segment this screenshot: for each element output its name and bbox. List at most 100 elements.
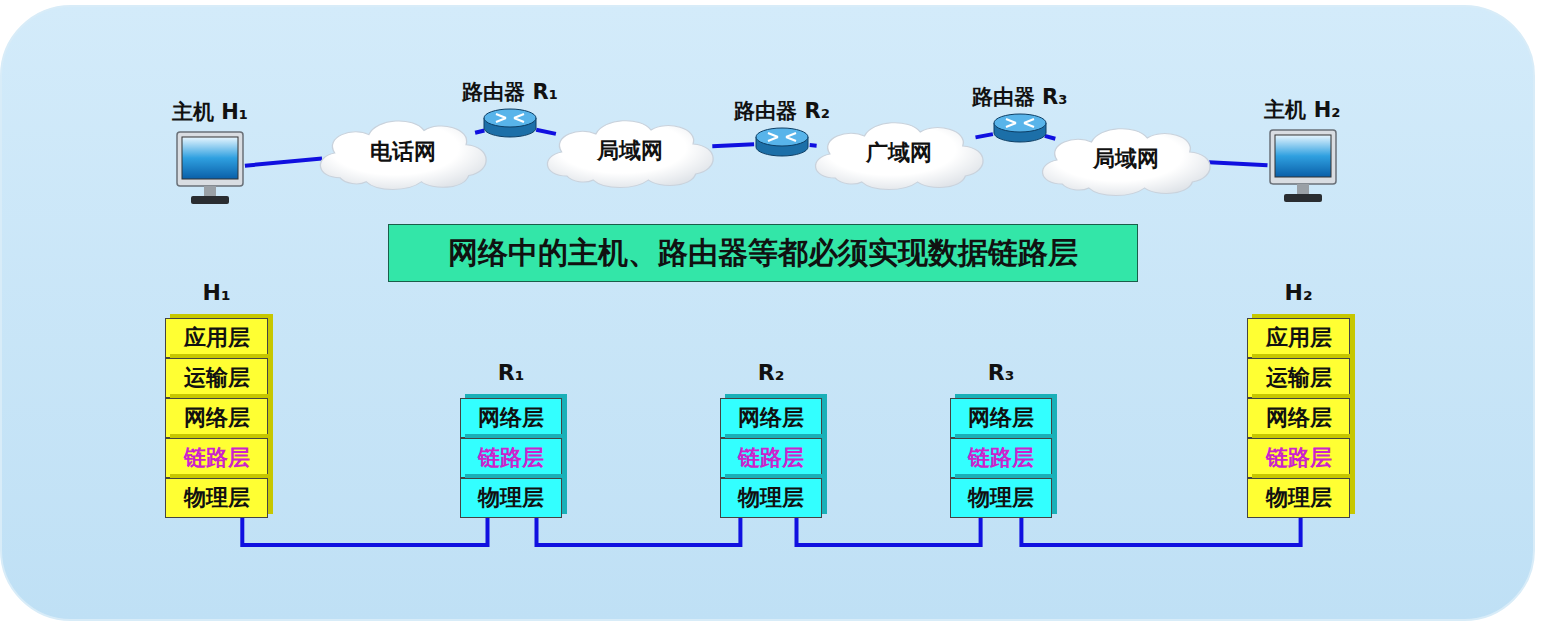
protocol-stack: R₃网络层链路层物理层 bbox=[950, 398, 1052, 518]
link-line bbox=[242, 518, 487, 545]
link-line bbox=[245, 159, 322, 166]
protocol-stack: H₂应用层运输层网络层链路层物理层 bbox=[1247, 318, 1350, 518]
router-label: 路由器 R₁ bbox=[455, 78, 565, 106]
link-line bbox=[1209, 162, 1267, 165]
rounded-panel bbox=[1, 6, 1534, 620]
layer-name: 物理层 bbox=[184, 483, 250, 513]
layer-name: 网络层 bbox=[184, 403, 250, 433]
protocol-layer: 链路层 bbox=[720, 438, 822, 478]
title-text: 网络中的主机、路由器等都必须实现数据链路层 bbox=[448, 233, 1078, 274]
monitor-frame bbox=[177, 132, 243, 186]
layer-name: 链路层 bbox=[478, 443, 544, 473]
protocol-layer: 应用层 bbox=[165, 318, 268, 358]
layer-name: 网络层 bbox=[968, 403, 1034, 433]
protocol-layer: 网络层 bbox=[460, 398, 562, 438]
monitor-neck bbox=[1297, 184, 1309, 194]
protocol-layer: 物理层 bbox=[950, 478, 1052, 518]
protocol-layer: 物理层 bbox=[1247, 478, 1350, 518]
link-line bbox=[712, 144, 754, 146]
link-line bbox=[1021, 518, 1300, 545]
stack-heading: H₁ bbox=[165, 280, 268, 305]
stack-heading: R₂ bbox=[720, 360, 822, 385]
router-top bbox=[756, 128, 808, 146]
host-node: 主机 H₂ bbox=[1250, 96, 1355, 208]
layer-name: 应用层 bbox=[1266, 323, 1332, 353]
router-node: 路由器 R₁ bbox=[455, 78, 565, 142]
monitor-icon bbox=[1268, 128, 1338, 206]
protocol-layer: 链路层 bbox=[460, 438, 562, 478]
protocol-layer: 物理层 bbox=[720, 478, 822, 518]
stack-heading: R₃ bbox=[950, 360, 1052, 385]
layer-name: 应用层 bbox=[184, 323, 250, 353]
protocol-layer: 网络层 bbox=[165, 398, 268, 438]
link-line bbox=[475, 131, 484, 133]
link-line bbox=[537, 518, 741, 545]
stack-heading: H₂ bbox=[1247, 280, 1350, 305]
protocol-stack: H₁应用层运输层网络层链路层物理层 bbox=[165, 318, 268, 518]
link-line bbox=[797, 518, 981, 545]
layer-name: 链路层 bbox=[184, 443, 250, 473]
protocol-layer: 物理层 bbox=[165, 478, 268, 518]
protocol-layer: 网络层 bbox=[1247, 398, 1350, 438]
host-node: 主机 H₁ bbox=[160, 98, 260, 208]
protocol-layer: 物理层 bbox=[460, 478, 562, 518]
layer-name: 网络层 bbox=[478, 403, 544, 433]
monitor-screen bbox=[1275, 135, 1331, 177]
router-icon bbox=[482, 108, 538, 140]
network-cloud: 局域网 bbox=[538, 110, 722, 190]
protocol-layer: 链路层 bbox=[1247, 438, 1350, 478]
router-top bbox=[994, 114, 1046, 132]
network-name: 局域网 bbox=[1033, 144, 1219, 174]
layer-name: 运输层 bbox=[184, 363, 250, 393]
network-cloud: 局域网 bbox=[1033, 118, 1219, 198]
monitor-base bbox=[1284, 194, 1322, 202]
monitor-neck bbox=[204, 186, 216, 196]
layer-name: 物理层 bbox=[1266, 483, 1332, 513]
protocol-layer: 链路层 bbox=[950, 438, 1052, 478]
network-name: 电话网 bbox=[311, 137, 495, 167]
router-arrows bbox=[768, 133, 796, 141]
network-cloud: 广域网 bbox=[806, 112, 992, 192]
link-line bbox=[536, 130, 556, 134]
router-label: 路由器 R₃ bbox=[962, 83, 1077, 111]
router-icon bbox=[992, 113, 1048, 145]
router-node: 路由器 R₃ bbox=[962, 83, 1077, 145]
link-line bbox=[1045, 136, 1056, 139]
layer-name: 物理层 bbox=[478, 483, 544, 513]
stack-heading: R₁ bbox=[460, 360, 562, 385]
protocol-stack: R₂网络层链路层物理层 bbox=[720, 398, 822, 518]
router-icon bbox=[754, 127, 810, 159]
link-line bbox=[976, 134, 993, 137]
protocol-layer: 网络层 bbox=[950, 398, 1052, 438]
router-arrows bbox=[1006, 119, 1034, 127]
protocol-layer: 网络层 bbox=[720, 398, 822, 438]
monitor-frame bbox=[1270, 130, 1336, 184]
monitor-base bbox=[191, 196, 229, 204]
link-line bbox=[810, 143, 817, 148]
network-name: 局域网 bbox=[538, 136, 722, 166]
protocol-stack: R₁网络层链路层物理层 bbox=[460, 398, 562, 518]
layer-name: 物理层 bbox=[968, 483, 1034, 513]
protocol-layer: 应用层 bbox=[1247, 318, 1350, 358]
layer-name: 网络层 bbox=[1266, 403, 1332, 433]
network-cloud: 电话网 bbox=[311, 110, 495, 192]
title-banner: 网络中的主机、路由器等都必须实现数据链路层 bbox=[388, 224, 1138, 282]
layer-name: 链路层 bbox=[738, 443, 804, 473]
monitor-icon bbox=[175, 130, 245, 208]
monitor-screen bbox=[182, 137, 238, 179]
layer-name: 网络层 bbox=[738, 403, 804, 433]
protocol-layer: 运输层 bbox=[1247, 358, 1350, 398]
layer-name: 链路层 bbox=[968, 443, 1034, 473]
layer-name: 运输层 bbox=[1266, 363, 1332, 393]
router-top bbox=[484, 109, 536, 127]
router-label: 路由器 R₂ bbox=[722, 97, 842, 125]
host-label: 主机 H₂ bbox=[1250, 96, 1355, 124]
protocol-layer: 链路层 bbox=[165, 438, 268, 478]
network-name: 广域网 bbox=[806, 138, 992, 168]
layer-name: 链路层 bbox=[1266, 443, 1332, 473]
router-node: 路由器 R₂ bbox=[722, 97, 842, 163]
protocol-layer: 运输层 bbox=[165, 358, 268, 398]
